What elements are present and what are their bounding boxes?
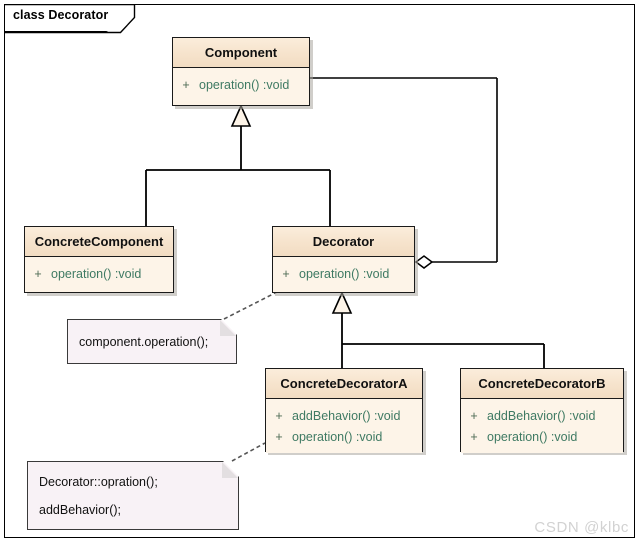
- note-line: Decorator::opration();: [39, 475, 158, 489]
- class-member: + operation() :void: [25, 263, 173, 284]
- class-members-component: + operation() :void: [173, 68, 309, 101]
- note-decorator-operation[interactable]: component.operation();: [67, 319, 237, 364]
- diagram-title-tab-outline: [4, 4, 136, 34]
- note-line: component.operation();: [79, 335, 209, 349]
- class-name-component: Component: [173, 38, 309, 68]
- class-members-concrete-component: + operation() :void: [25, 257, 173, 290]
- member-signature: operation() :void: [292, 429, 383, 444]
- member-signature: operation() :void: [487, 429, 578, 444]
- class-box-component[interactable]: Component + operation() :void: [172, 37, 310, 106]
- class-name-decorator: Decorator: [273, 227, 414, 257]
- class-box-decorator[interactable]: Decorator + operation() :void: [272, 226, 415, 293]
- class-name-concrete-component: ConcreteComponent: [25, 227, 173, 257]
- class-member: + operation() :void: [266, 426, 422, 447]
- class-box-concrete-component[interactable]: ConcreteComponent + operation() :void: [24, 226, 174, 293]
- class-members-decorator: + operation() :void: [273, 257, 414, 290]
- note-concrete-decorator-a-operation[interactable]: Decorator::opration(); addBehavior();: [27, 461, 239, 530]
- visibility-marker: +: [282, 266, 290, 281]
- visibility-marker: +: [34, 266, 42, 281]
- diagram-title-label: class Decorator: [13, 8, 109, 22]
- member-signature: addBehavior() :void: [487, 408, 596, 423]
- class-member: + addBehavior() :void: [266, 405, 422, 426]
- watermark-label: CSDN @klbc: [534, 519, 629, 536]
- class-box-concrete-decorator-b[interactable]: ConcreteDecoratorB + addBehavior() :void…: [460, 368, 624, 453]
- visibility-marker: +: [275, 429, 283, 444]
- class-name-concrete-decorator-a: ConcreteDecoratorA: [266, 369, 422, 399]
- class-member: + operation() :void: [461, 426, 623, 447]
- member-signature: addBehavior() :void: [292, 408, 401, 423]
- class-member: + addBehavior() :void: [461, 405, 623, 426]
- member-signature: operation() :void: [51, 266, 142, 281]
- visibility-marker: +: [470, 429, 478, 444]
- member-signature: operation() :void: [199, 77, 290, 92]
- visibility-marker: +: [275, 408, 283, 423]
- class-box-concrete-decorator-a[interactable]: ConcreteDecoratorA + addBehavior() :void…: [265, 368, 423, 453]
- class-members-concrete-decorator-b: + addBehavior() :void + operation() :voi…: [461, 399, 623, 453]
- class-member: + operation() :void: [273, 263, 414, 284]
- class-members-concrete-decorator-a: + addBehavior() :void + operation() :voi…: [266, 399, 422, 453]
- visibility-marker: +: [470, 408, 478, 423]
- member-signature: operation() :void: [299, 266, 390, 281]
- class-name-concrete-decorator-b: ConcreteDecoratorB: [461, 369, 623, 399]
- note-line: addBehavior();: [39, 503, 121, 517]
- diagram-frame: [4, 4, 635, 538]
- visibility-marker: +: [182, 77, 190, 92]
- class-member: + operation() :void: [173, 74, 309, 95]
